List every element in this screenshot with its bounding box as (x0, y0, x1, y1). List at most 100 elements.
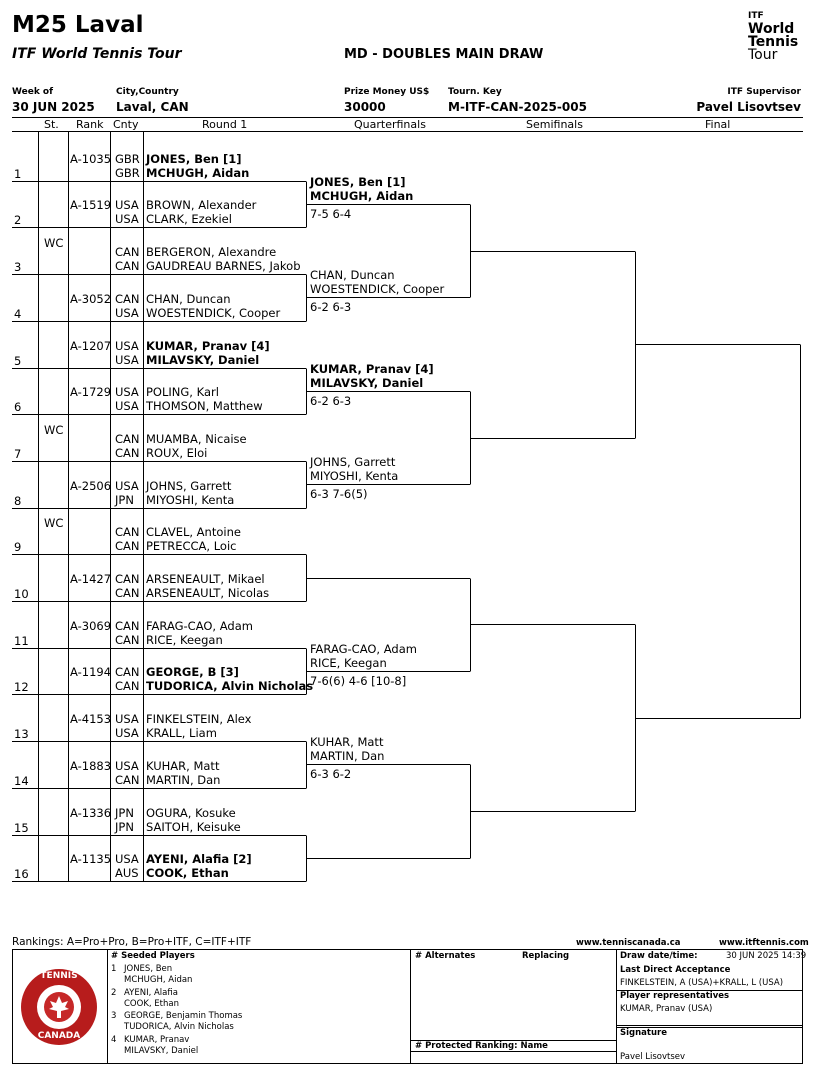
player-2[interactable]: ROUX, Eloi (146, 445, 208, 460)
itf-tennis-link[interactable]: www.itftennis.com (719, 938, 809, 948)
seed-status: WC (44, 516, 64, 531)
qf-player-1[interactable]: JONES, Ben [1] (310, 175, 406, 190)
country-2: CAN (115, 632, 140, 647)
country-2: CAN (115, 772, 140, 787)
country-2: USA (115, 399, 139, 414)
seed-player-2: MILAVSKY, Daniel (124, 1045, 199, 1056)
player-2[interactable]: CLARK, Ezekiel (146, 212, 232, 227)
country-2: CAN (115, 445, 140, 460)
country-1: CAN (115, 572, 140, 586)
qf-player-2[interactable]: MIYOSHI, Kenta (310, 469, 399, 484)
qf-player-2[interactable]: RICE, Keegan (310, 656, 387, 671)
player-1[interactable]: MUAMBA, Nicaise (146, 431, 247, 446)
seed-number: 2 (111, 987, 117, 998)
rank: A-4153 (70, 712, 112, 727)
player-reps-value: KUMAR, Pranav (USA) (620, 1004, 713, 1014)
country-1: USA (115, 198, 139, 213)
draw-date-value: 30 JUN 2025 14:39 (726, 951, 807, 961)
player-1[interactable]: OGURA, Kosuke (146, 805, 236, 820)
player-2[interactable]: TUDORICA, Alvin Nicholas (146, 679, 314, 694)
entry-number: 2 (14, 213, 22, 228)
country-1: CAN (115, 665, 140, 680)
player-1[interactable]: FARAG-CAO, Adam (146, 618, 253, 633)
rank: A-1207 (70, 338, 112, 353)
tour-subtitle: ITF World Tennis Tour (12, 46, 182, 62)
player-2[interactable]: PETRECCA, Loic (146, 539, 237, 554)
qf-player-2[interactable]: MCHUGH, Aidan (310, 189, 414, 204)
player-2[interactable]: RICE, Keegan (146, 632, 223, 647)
rank: A-1194 (70, 665, 112, 680)
qf-score: 6-3 6-2 (310, 767, 352, 782)
player-1[interactable]: KUHAR, Matt (146, 758, 220, 773)
tennis-canada-logo: TENNIS CANADA (20, 968, 98, 1046)
player-1[interactable]: GEORGE, B [3] (146, 665, 239, 680)
player-2[interactable]: KRALL, Liam (146, 726, 217, 741)
rank: A-1729 (70, 385, 112, 400)
player-2[interactable]: SAITOH, Keisuke (146, 819, 241, 834)
player-1[interactable]: BROWN, Alexander (146, 198, 257, 213)
country-1: USA (115, 478, 139, 493)
signature-value: Pavel Lisovtsev (620, 1052, 686, 1062)
player-2[interactable]: MILAVSKY, Daniel (146, 352, 260, 367)
player-1[interactable]: CHAN, Duncan (146, 291, 231, 306)
tourn-key-value: M-ITF-CAN-2025-005 (448, 100, 587, 114)
player-2[interactable]: COOK, Ethan (146, 866, 229, 881)
qf-player-1[interactable]: KUHAR, Matt (310, 735, 384, 750)
col-round1: Round 1 (202, 118, 248, 131)
player-1[interactable]: BERGERON, Alexandre (146, 245, 277, 260)
draw-date-label: Draw date/time: (620, 951, 698, 961)
col-cnty: Cnty (113, 118, 139, 131)
country-1: CAN (115, 431, 140, 446)
qf-score: 7-5 6-4 (310, 207, 352, 222)
player-2[interactable]: WOESTENDICK, Cooper (146, 305, 281, 320)
qf-player-1[interactable]: CHAN, Duncan (310, 268, 395, 283)
tennis-canada-link[interactable]: www.tenniscanada.ca (576, 938, 681, 948)
qf-player-1[interactable]: FARAG-CAO, Adam (310, 642, 417, 657)
entry-number: 4 (14, 306, 22, 321)
player-1[interactable]: AYENI, Alafia [2] (146, 852, 252, 867)
player-1[interactable]: CLAVEL, Antoine (146, 525, 241, 540)
country-2: CAN (115, 679, 140, 694)
player-1[interactable]: JOHNS, Garrett (146, 478, 232, 493)
entry-number: 10 (14, 587, 29, 601)
country-1: GBR (115, 151, 140, 166)
player-2[interactable]: THOMSON, Matthew (146, 399, 263, 414)
qf-player-1[interactable]: KUMAR, Pranav [4] (310, 361, 434, 376)
player-2[interactable]: GAUDREAU BARNES, Jakob (146, 259, 301, 274)
player-1[interactable]: JONES, Ben [1] (146, 151, 242, 166)
player-2[interactable]: MCHUGH, Aidan (146, 165, 250, 180)
week-value: 30 JUN 2025 (12, 100, 95, 114)
qf-score: 6-2 6-3 (310, 300, 352, 315)
country-1: USA (115, 385, 139, 400)
country-2: GBR (115, 165, 140, 180)
country-2: CAN (115, 259, 140, 274)
player-2[interactable]: ARSENEAULT, Nicolas (146, 586, 270, 600)
rank: A-1427 (70, 572, 112, 586)
supervisor-value: Pavel Lisovtsev (696, 100, 801, 114)
seed-number: 1 (111, 964, 117, 974)
qf-player-2[interactable]: WOESTENDICK, Cooper (310, 282, 445, 297)
player-2[interactable]: MIYOSHI, Kenta (146, 492, 235, 507)
qf-player-2[interactable]: MILAVSKY, Daniel (310, 375, 424, 390)
player-1[interactable]: ARSENEAULT, Mikael (146, 572, 265, 586)
player-2[interactable]: MARTIN, Dan (146, 772, 221, 787)
entry-number: 6 (14, 400, 22, 415)
rank: A-2506 (70, 478, 112, 493)
player-1[interactable]: KUMAR, Pranav [4] (146, 338, 270, 353)
prize-label: Prize Money US$ (344, 87, 430, 97)
country-2: CAN (115, 539, 140, 554)
country-2: USA (115, 352, 139, 367)
player-1[interactable]: FINKELSTEIN, Alex (146, 712, 252, 727)
signature-label: Signature (620, 1028, 667, 1038)
qf-player-1[interactable]: JOHNS, Garrett (310, 455, 396, 470)
draw-name: MD - DOUBLES MAIN DRAW (344, 47, 544, 62)
entry-number: 1 (14, 166, 22, 181)
qf-player-2[interactable]: MARTIN, Dan (310, 749, 385, 764)
player-1[interactable]: POLING, Karl (146, 385, 219, 400)
col-st: St. (44, 118, 59, 131)
supervisor-label: ITF Supervisor (727, 87, 801, 97)
seed-player-2: TUDORICA, Alvin Nicholas (124, 1022, 234, 1032)
rank: A-3052 (70, 291, 112, 306)
city-label: City,Country (116, 87, 179, 97)
